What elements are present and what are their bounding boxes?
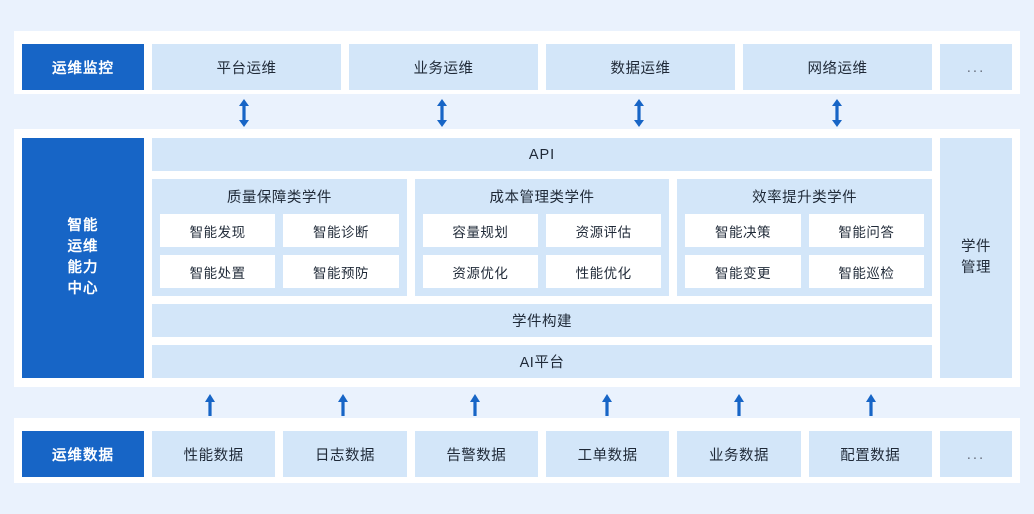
operations-data-panel: 运维数据 性能数据 日志数据 告警数据 工单数据 业务数据 配置数据 ... bbox=[14, 418, 1020, 483]
learnware-build-band[interactable]: 学件构建 bbox=[152, 304, 932, 337]
tile-intelligent-discovery[interactable]: 智能发现 bbox=[160, 214, 276, 247]
ai-platform-band[interactable]: AI平台 bbox=[152, 345, 932, 378]
aiops-capability-center-inner: 智能 运维 能力 中心 API 质量保障类学件 智能发现 智能诊断 智能处置 bbox=[22, 138, 1012, 378]
group-quality-assurance: 质量保障类学件 智能发现 智能诊断 智能处置 智能预防 bbox=[152, 179, 407, 296]
data-item-log[interactable]: 日志数据 bbox=[283, 431, 407, 477]
tile-capacity-planning[interactable]: 容量规划 bbox=[422, 214, 538, 247]
top-item-data-ops[interactable]: 数据运维 bbox=[546, 44, 735, 90]
group-grid-cost-management: 容量规划 资源评估 资源优化 性能优化 bbox=[422, 214, 662, 288]
group-title-cost-management: 成本管理类学件 bbox=[489, 190, 595, 206]
tile-intelligent-inspection[interactable]: 智能巡检 bbox=[808, 255, 925, 288]
learnware-groups: 质量保障类学件 智能发现 智能诊断 智能处置 智能预防 成本管理类学件 容量规划… bbox=[152, 179, 933, 296]
operations-data-label[interactable]: 运维数据 bbox=[22, 431, 144, 477]
tile-performance-optimization[interactable]: 性能优化 bbox=[546, 255, 662, 288]
data-item-alarm[interactable]: 告警数据 bbox=[414, 431, 538, 477]
arrow-up-icon bbox=[596, 389, 618, 421]
tile-intelligent-handling[interactable]: 智能处置 bbox=[160, 255, 276, 288]
top-item-platform-ops[interactable]: 平台运维 bbox=[152, 44, 341, 90]
data-item-more[interactable]: ... bbox=[939, 431, 1012, 477]
tile-intelligent-diagnosis[interactable]: 智能诊断 bbox=[283, 214, 399, 247]
api-band[interactable]: API bbox=[152, 138, 932, 171]
aiops-capability-center-label[interactable]: 智能 运维 能力 中心 bbox=[22, 138, 144, 378]
group-title-quality-assurance: 质量保障类学件 bbox=[226, 190, 332, 206]
double-arrow-vertical-icon bbox=[431, 97, 453, 129]
aiops-capability-center-panel: 智能 运维 能力 中心 API 质量保障类学件 智能发现 智能诊断 智能处置 bbox=[14, 129, 1020, 387]
group-grid-efficiency-improvement: 智能决策 智能问答 智能变更 智能巡检 bbox=[685, 214, 925, 288]
tile-intelligent-prevention[interactable]: 智能预防 bbox=[283, 255, 399, 288]
operations-monitoring-row: 运维监控 平台运维 业务运维 数据运维 网络运维 ... bbox=[22, 44, 1012, 90]
arrow-up-icon bbox=[860, 389, 882, 421]
arrow-up-icon bbox=[199, 389, 221, 421]
operations-data-row: 运维数据 性能数据 日志数据 告警数据 工单数据 业务数据 配置数据 ... bbox=[22, 431, 1012, 477]
double-arrow-vertical-icon bbox=[826, 97, 848, 129]
arrow-up-icon bbox=[332, 389, 354, 421]
arrow-up-icon bbox=[464, 389, 486, 421]
top-item-more[interactable]: ... bbox=[940, 44, 1012, 90]
tile-resource-assessment[interactable]: 资源评估 bbox=[546, 214, 662, 247]
learnware-management-panel[interactable]: 学件 管理 bbox=[940, 138, 1012, 378]
operations-monitoring-label[interactable]: 运维监控 bbox=[22, 44, 144, 90]
learnware-management-line-1: 学件 bbox=[961, 238, 991, 255]
data-item-configuration[interactable]: 配置数据 bbox=[808, 431, 932, 477]
tile-resource-optimization[interactable]: 资源优化 bbox=[422, 255, 538, 288]
aiops-label-line-4: 中心 bbox=[67, 281, 99, 298]
data-item-performance[interactable]: 性能数据 bbox=[152, 431, 276, 477]
group-grid-quality-assurance: 智能发现 智能诊断 智能处置 智能预防 bbox=[160, 214, 399, 288]
arrow-up-icon bbox=[728, 389, 750, 421]
tile-intelligent-qa[interactable]: 智能问答 bbox=[808, 214, 925, 247]
double-arrow-vertical-icon bbox=[628, 97, 650, 129]
data-item-ticket[interactable]: 工单数据 bbox=[545, 431, 670, 477]
aiops-center-stack: API 质量保障类学件 智能发现 智能诊断 智能处置 智能预防 成本管理类学件 bbox=[152, 138, 933, 378]
data-item-business[interactable]: 业务数据 bbox=[677, 431, 801, 477]
aiops-label-line-1: 智能 bbox=[67, 217, 99, 234]
top-item-business-ops[interactable]: 业务运维 bbox=[349, 44, 538, 90]
aiops-label-line-2: 运维 bbox=[67, 238, 99, 255]
aiops-label-line-3: 能力 bbox=[67, 260, 99, 276]
operations-monitoring-panel: 运维监控 平台运维 业务运维 数据运维 网络运维 ... bbox=[14, 31, 1020, 94]
group-cost-management: 成本管理类学件 容量规划 资源评估 资源优化 性能优化 bbox=[414, 179, 670, 296]
group-efficiency-improvement: 效率提升类学件 智能决策 智能问答 智能变更 智能巡检 bbox=[677, 179, 933, 296]
top-connector-arrows bbox=[14, 97, 1020, 129]
group-title-efficiency-improvement: 效率提升类学件 bbox=[752, 190, 858, 206]
tile-intelligent-change[interactable]: 智能变更 bbox=[685, 255, 801, 288]
bottom-connector-arrows bbox=[14, 389, 1020, 421]
double-arrow-vertical-icon bbox=[233, 97, 255, 129]
tile-intelligent-decision[interactable]: 智能决策 bbox=[685, 214, 801, 247]
learnware-management-line-2: 管理 bbox=[961, 260, 991, 276]
top-item-network-ops[interactable]: 网络运维 bbox=[743, 44, 932, 90]
